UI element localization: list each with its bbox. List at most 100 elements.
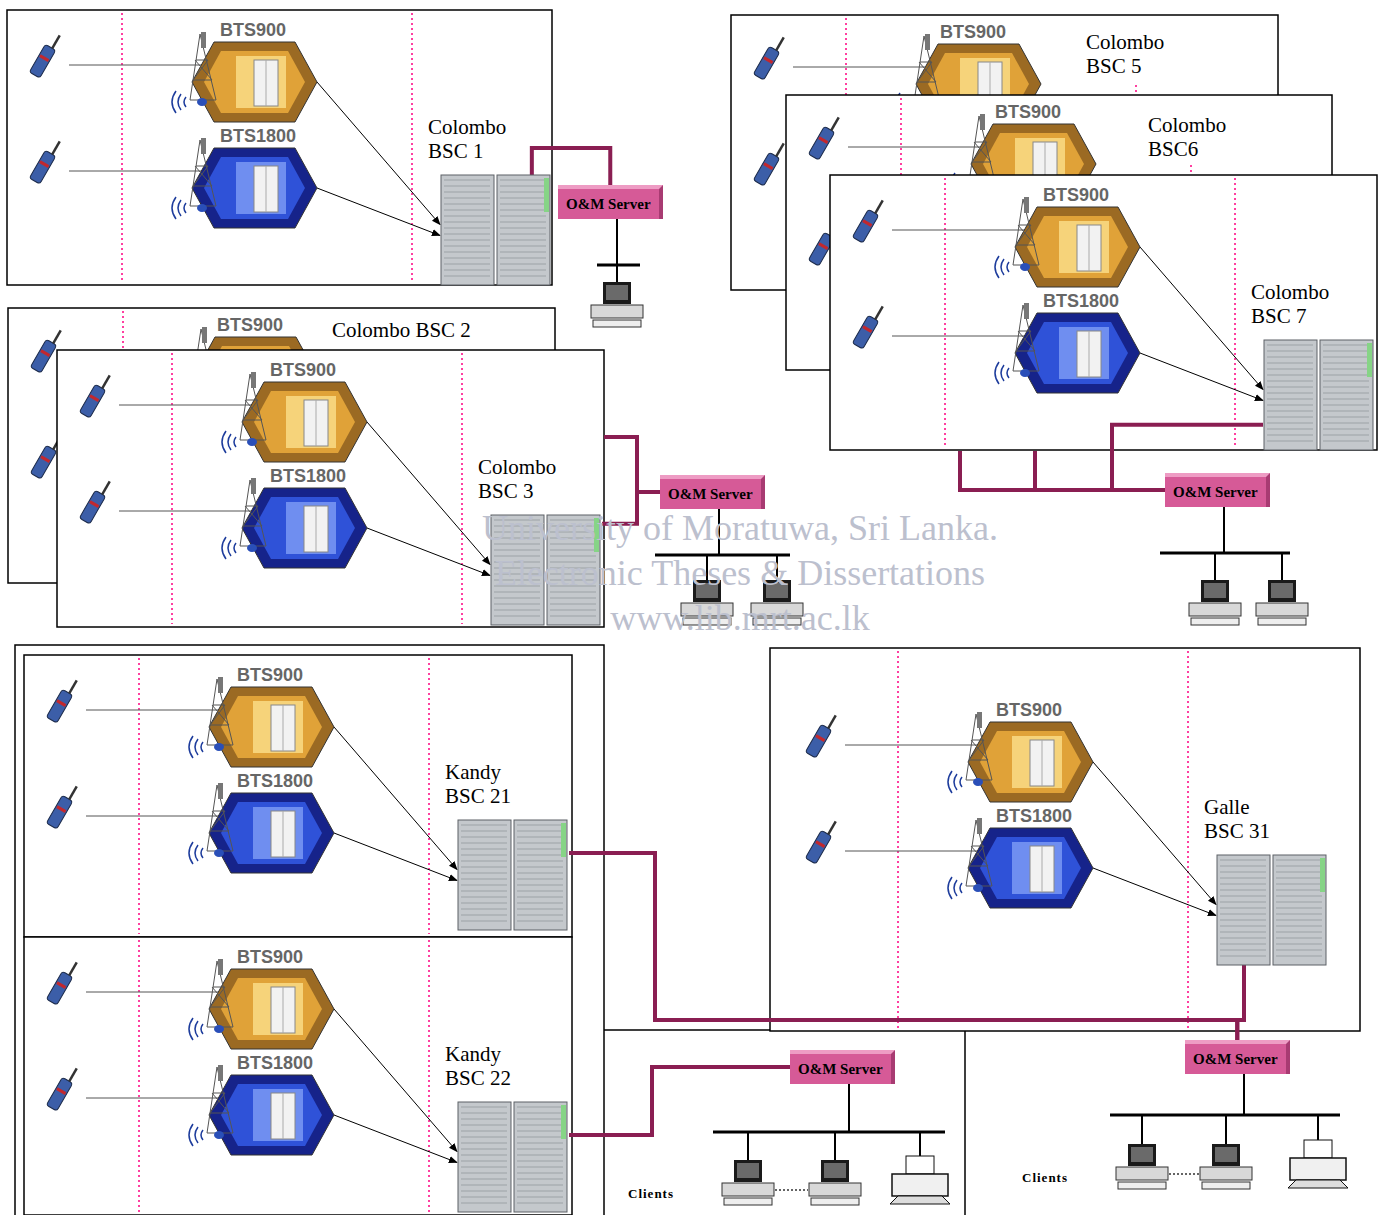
bsc-rack: Colombo BSC 7	[1263, 340, 1375, 450]
mobile-phone	[29, 137, 63, 184]
hexagon-outline	[1015, 313, 1140, 393]
bts-name: BTS900	[940, 22, 1006, 43]
bts-site: BTS900	[1015, 207, 1140, 287]
phone-antenna	[52, 35, 60, 48]
hexagon-face	[980, 731, 1081, 793]
bts-icon	[209, 687, 334, 767]
rack-cabinet	[458, 1102, 511, 1212]
bts-icon	[209, 793, 334, 873]
radio-waves	[948, 771, 962, 793]
radio-waves	[189, 1124, 203, 1146]
rack-shelf	[461, 909, 507, 910]
rack-shelf	[444, 240, 490, 241]
rack-shelf	[461, 1155, 507, 1156]
phone-body	[852, 315, 878, 349]
antenna-dish	[214, 1025, 224, 1033]
lan-drop	[616, 214, 618, 265]
rack-shelf	[1276, 890, 1322, 891]
status-strip	[561, 1105, 566, 1139]
rack-shelf	[1276, 956, 1322, 957]
client-link	[1169, 1173, 1199, 1175]
bts-site: BTS900	[209, 969, 334, 1049]
bts-icon	[242, 488, 367, 568]
antenna-dish	[247, 438, 257, 446]
phone-stripe	[40, 455, 50, 463]
rack-shelf	[1267, 411, 1313, 412]
rack-shelf	[461, 831, 507, 832]
rack-shelf	[517, 1161, 563, 1162]
radio-waves	[189, 1018, 203, 1040]
rack-shelf	[517, 873, 563, 874]
phone-stripe	[56, 981, 66, 989]
rack-shelf	[444, 258, 490, 259]
monitor	[1268, 580, 1296, 602]
bts-site: BTS1800	[209, 1075, 334, 1155]
pc-case	[809, 1183, 861, 1196]
printer-body	[892, 1174, 948, 1196]
radio-waves	[995, 362, 1009, 384]
lan-bus	[597, 264, 640, 267]
hexagon-face	[204, 51, 305, 113]
rack-shelf	[1276, 938, 1322, 939]
bts-name: BTS900	[217, 315, 283, 336]
icon-group	[222, 478, 367, 568]
cabinet	[271, 1093, 295, 1139]
radio-link	[845, 851, 978, 852]
radio-waves	[948, 877, 962, 899]
hexagon-face	[254, 391, 355, 453]
rack-shelf	[1220, 950, 1266, 951]
rack-shelf	[550, 550, 596, 551]
bsc-area-panel	[7, 10, 552, 285]
om-server: O&M Server	[1165, 473, 1270, 507]
rack-shelf	[461, 1173, 507, 1174]
server-label: O&M Server	[1193, 1044, 1278, 1074]
mobile-phone	[753, 139, 787, 186]
rack-shelf	[1267, 393, 1313, 394]
hexagon-face	[221, 1084, 322, 1146]
monitor	[821, 1160, 849, 1182]
rack-shelf	[444, 246, 490, 247]
radio-link	[86, 816, 219, 817]
cabinet-seam	[266, 60, 267, 106]
cabinet-seam	[1042, 846, 1043, 892]
cabinet	[1077, 331, 1101, 377]
client-computer	[1189, 580, 1241, 625]
lan-drop	[1243, 1069, 1245, 1115]
bsc-name: Galle BSC 31	[1204, 795, 1288, 843]
rack-shelf	[461, 837, 507, 838]
rack-shelf	[444, 186, 490, 187]
phone-body	[46, 971, 72, 1005]
antenna-panel	[251, 478, 256, 494]
rack-shelf	[517, 1155, 563, 1156]
rack-shelf	[461, 825, 507, 826]
rack-shelf	[1267, 417, 1313, 418]
phone-stripe	[56, 1087, 66, 1095]
phone-antenna	[52, 141, 60, 154]
hexagon-face	[254, 497, 355, 559]
rack-shelf	[461, 1143, 507, 1144]
rack-shelf	[444, 216, 490, 217]
phone-antenna	[831, 117, 839, 130]
rack-shelf	[494, 616, 540, 617]
lan-drop	[747, 1132, 749, 1160]
rack-shelf	[550, 604, 596, 605]
rack-shelf	[1220, 944, 1266, 945]
hexagon-face	[980, 837, 1081, 899]
hexagon-outline	[209, 793, 334, 873]
rack-shelf	[461, 843, 507, 844]
lan-drop	[1281, 553, 1283, 580]
rack-shelf	[550, 598, 596, 599]
bsc-area-panel	[24, 937, 572, 1215]
cabinet-shade	[253, 1089, 303, 1141]
cabinet-seam	[316, 506, 317, 552]
rack-shelf	[1323, 375, 1369, 376]
radio-link	[845, 745, 978, 746]
mobile-phone	[46, 1064, 80, 1111]
mobile-phone	[805, 711, 839, 758]
rack-shelf	[1276, 932, 1322, 933]
rack-shelf	[1267, 399, 1313, 400]
cabinet	[271, 987, 295, 1033]
rack-shelf	[1267, 435, 1313, 436]
bts-icon	[192, 148, 317, 228]
bts-site: BTS1800	[209, 793, 334, 873]
